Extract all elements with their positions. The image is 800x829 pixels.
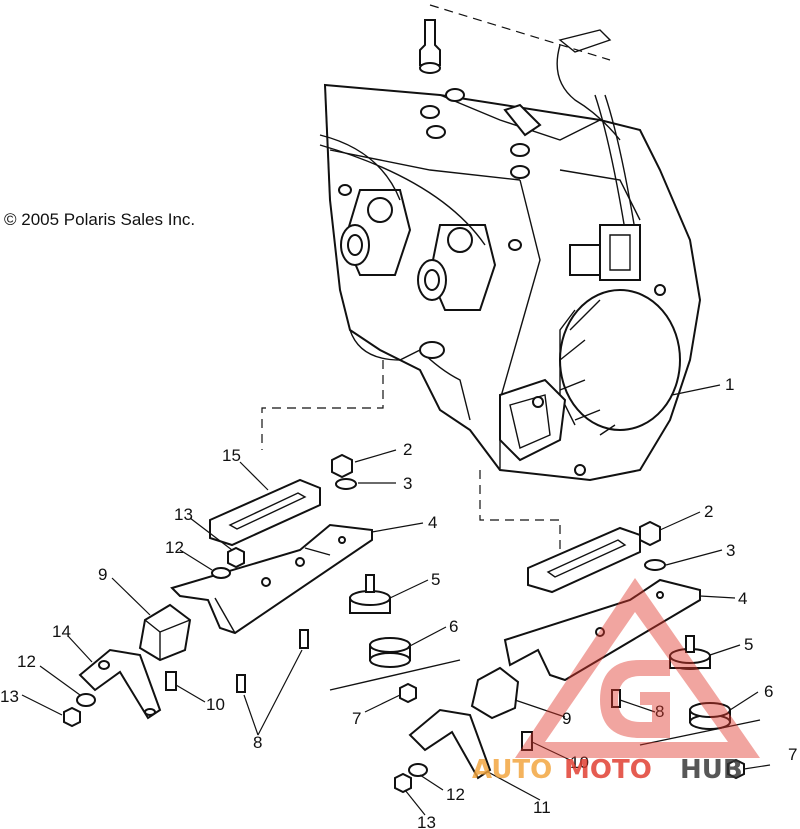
callout-7: 7 [788,745,797,764]
callout-10: 10 [570,753,589,772]
watermark-text-hub: HUB [680,755,743,785]
automotohub-watermark: AUTO MOTO HUB [472,578,760,785]
callout-14: 14 [52,622,71,641]
callout-4: 4 [428,513,437,532]
engine-assembly [319,19,702,482]
callout-1: 1 [725,375,734,394]
copyright-notice: © 2005 Polaris Sales Inc. [4,210,196,229]
callout-9: 9 [98,565,107,584]
callout-12: 12 [17,652,36,671]
watermark-text-moto: MOTO [564,755,652,785]
callout-12: 12 [165,538,184,557]
callout-13: 13 [174,505,193,524]
callout-2: 2 [403,440,412,459]
callout-6: 6 [764,682,773,701]
watermark-text-auto: AUTO [472,755,552,785]
callout-5: 5 [431,570,440,589]
callout-2: 2 [704,502,713,521]
callout-8: 8 [655,702,664,721]
callout-3: 3 [403,474,412,493]
left-mount-group [63,453,461,728]
callout-8: 8 [253,733,262,752]
callout-3: 3 [726,541,735,560]
callout-13: 13 [0,687,19,706]
leader-lines [21,384,771,816]
callout-10: 10 [206,695,225,714]
callout-13: 13 [417,813,436,829]
callout-numbers: 1 2 3 4 5 6 15 13 12 9 14 12 13 10 8 7 2… [0,375,797,829]
callout-12: 12 [446,785,465,804]
callout-7: 7 [352,709,361,728]
callout-5: 5 [744,635,753,654]
callout-11: 11 [533,798,551,817]
callout-4: 4 [738,589,747,608]
watermark-triangle-icon [515,578,760,758]
callout-15: 15 [222,446,241,465]
right-mount-group [394,520,761,794]
callout-6: 6 [449,617,458,636]
callout-9: 9 [562,709,571,728]
